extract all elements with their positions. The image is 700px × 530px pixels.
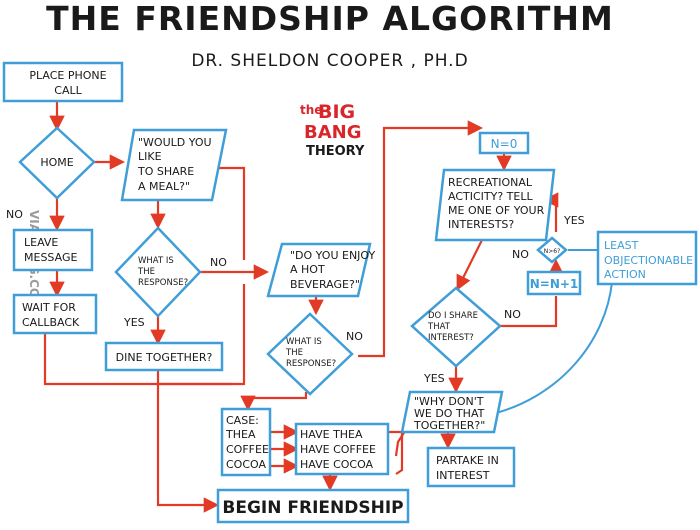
edge-meal-right [214,166,246,260]
edge-label-yes-share: YES [423,372,445,385]
svg-text:RESPONSE?: RESPONSE? [286,359,336,369]
svg-text:CALLBACK: CALLBACK [22,316,80,329]
least-objectionable-node: LEAST OBJECTIONABLE ACTION [596,230,698,286]
share-meal-node: "WOULD YOU LIKE TO SHARE A MEAL?" [120,128,228,202]
svg-text:BEGIN FRIENDSHIP: BEGIN FRIENDSHIP [222,498,403,518]
dine-together-node: DINE TOGETHER? [104,341,224,372]
svg-text:WHAT IS: WHAT IS [286,337,322,347]
svg-text:PLACE PHONE: PLACE PHONE [29,69,106,82]
svg-text:COCOA: COCOA [226,458,266,471]
svg-text:INTEREST: INTEREST [436,469,490,482]
case-node: CASE: THEA COFFEE COCOA [220,407,272,477]
svg-text:BIG: BIG [318,101,355,123]
edge-have-right [386,430,404,475]
edge-label-no-share: NO [504,308,521,321]
place-phone-call-node: PLACE PHONE CALL [2,61,124,103]
svg-text:ACTICITY? TELL: ACTICITY? TELL [448,190,533,203]
svg-text:LIKE: LIKE [138,150,162,163]
svg-text:LEAST: LEAST [604,239,639,252]
n-equals-zero-node: N=0 [478,131,530,155]
svg-text:HAVE COCOA: HAVE COCOA [300,458,374,471]
svg-text:THEA: THEA [225,428,256,441]
svg-text:HAVE THEA: HAVE THEA [300,428,363,441]
begin-friendship-node: BEGIN FRIENDSHIP [216,488,410,524]
leave-message-node: LEAVE MESSAGE [12,228,94,272]
svg-text:"WHY DON'T: "WHY DON'T [414,395,484,408]
svg-text:INTERESTS?: INTERESTS? [448,218,514,231]
home-decision-node: HOME [18,126,96,200]
svg-text:INTEREST?: INTEREST? [428,333,474,343]
wait-callback-node: WAIT FOR CALLBACK [12,293,98,335]
diagram-subtitle: DR. SHELDON COOPER , PH.D [191,51,468,71]
svg-text:DO I SHARE: DO I SHARE [428,311,478,321]
edge-share-no [500,296,558,328]
edge-label-yes-ncheck: YES [563,214,585,227]
svg-text:WHAT IS: WHAT IS [138,256,174,266]
svg-text:A HOT: A HOT [290,263,325,276]
edge-recreational-share [456,239,483,291]
edge-label-no-response2: NO [346,330,363,343]
edge-label-yes-dine: YES [123,316,145,329]
svg-text:N=0: N=0 [491,137,518,151]
svg-text:WE DO THAT: WE DO THAT [414,407,485,420]
svg-text:ME ONE OF YOUR: ME ONE OF YOUR [448,204,545,217]
svg-text:PARTAKE IN: PARTAKE IN [436,454,499,467]
svg-text:HOME: HOME [40,156,73,169]
svg-text:BANG: BANG [304,122,362,143]
edge-dine-begin [156,370,220,513]
share-interest-node: DO I SHARE THAT INTEREST? [410,286,502,368]
svg-text:"WOULD YOU: "WOULD YOU [138,136,212,149]
edge-least-why [481,281,613,420]
why-dont-node: "WHY DON'T WE DO THAT TOGETHER?" [400,390,504,434]
edges [43,102,564,513]
edge-loop-right [158,284,246,386]
big-bang-theory-logo: the BIG BANG THEORY [300,101,365,159]
svg-text:CASE:: CASE: [226,414,259,427]
svg-text:THE: THE [285,348,303,358]
svg-text:A MEAL?": A MEAL?" [138,180,190,193]
svg-text:the: the [300,103,322,117]
n-increment-node: N=N+1 [526,270,582,296]
edge-label-no-response1: NO [210,256,227,269]
edge-response2-case [240,392,308,412]
partake-node: PARTAKE IN INTEREST [426,446,516,488]
hot-beverage-node: "DO YOU ENJOY A HOT BEVERAGE?" [266,242,375,298]
n-check-node: N>6? [536,236,568,264]
svg-text:"DO YOU ENJOY: "DO YOU ENJOY [290,249,375,262]
svg-text:RECREATIONAL: RECREATIONAL [448,176,533,189]
diagram-title: THE FRIENDSHIP ALGORITHM [46,0,614,38]
svg-text:N>6?: N>6? [544,248,561,255]
svg-text:THE: THE [137,267,155,277]
svg-text:TO SHARE: TO SHARE [137,165,194,178]
svg-text:BEVERAGE?": BEVERAGE?" [290,278,360,291]
svg-text:WAIT FOR: WAIT FOR [22,301,76,314]
svg-text:OBJECTIONABLE: OBJECTIONABLE [604,254,693,267]
response-decision-node-2: WHAT IS THE RESPONSE? [266,312,354,396]
svg-text:THEORY: THEORY [306,144,365,159]
svg-text:RESPONSE?: RESPONSE? [138,278,188,288]
have-drink-node: HAVE THEA HAVE COFFEE HAVE COCOA [294,422,390,476]
svg-text:N=N+1: N=N+1 [530,277,579,291]
svg-text:TOGETHER?": TOGETHER?" [413,419,485,432]
edge-label-no-home: NO [6,208,23,221]
edge-label-no-ncheck: NO [512,248,529,261]
svg-text:DINE TOGETHER?: DINE TOGETHER? [116,351,213,364]
edge-response2-n0 [358,120,484,358]
svg-text:HAVE COFFEE: HAVE COFFEE [300,443,376,456]
svg-text:THAT: THAT [427,322,451,332]
svg-text:ACTION: ACTION [604,268,646,281]
svg-text:COFFEE: COFFEE [226,443,269,456]
recreational-activity-node: RECREATIONAL ACTICITY? TELL ME ONE OF YO… [434,168,556,242]
svg-text:MESSAGE: MESSAGE [24,251,77,264]
svg-text:CALL: CALL [54,84,82,97]
svg-text:LEAVE: LEAVE [24,236,58,249]
response-decision-node-1: WHAT IS THE RESPONSE? [114,226,202,318]
